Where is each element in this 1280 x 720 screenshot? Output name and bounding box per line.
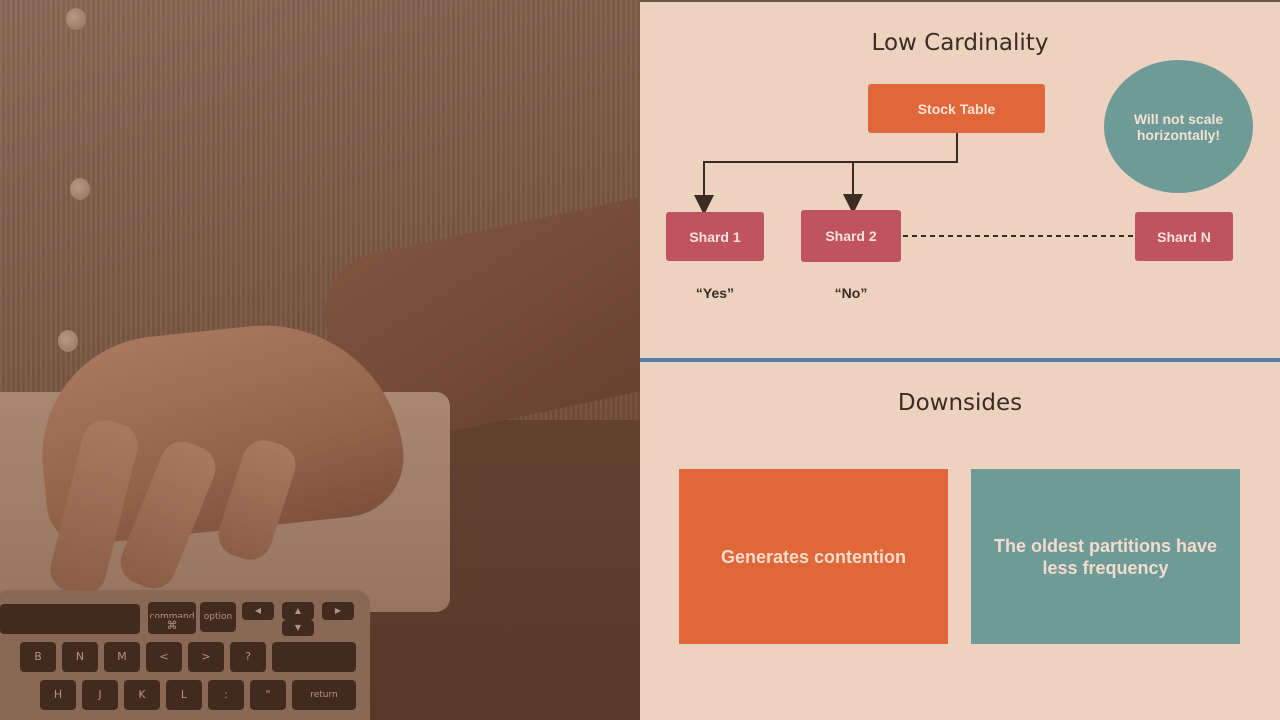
keyboard-key: ▶ bbox=[322, 602, 354, 620]
keyboard: command option ◀ ▲ ▶ ⌘ ▼ B N M < > ? H J… bbox=[0, 590, 370, 720]
keyboard-key: return bbox=[292, 680, 356, 710]
shirt-button bbox=[58, 330, 78, 352]
keyboard-key: " bbox=[250, 680, 286, 710]
keyboard-key: B bbox=[20, 642, 56, 672]
downside-card-contention: Generates contention bbox=[679, 469, 948, 644]
keyboard-key: option bbox=[200, 602, 236, 632]
photo-tint-overlay bbox=[0, 0, 640, 720]
keyboard-key: ? bbox=[230, 642, 266, 672]
shard-2-value: “No” bbox=[834, 285, 868, 301]
slide-title: Low Cardinality bbox=[871, 30, 1049, 56]
scale-warning-callout: Will not scale horizontally! bbox=[1104, 60, 1253, 193]
keyboard-key: H bbox=[40, 680, 76, 710]
keyboard-key: M bbox=[104, 642, 140, 672]
keyboard-key: : bbox=[208, 680, 244, 710]
shard-1-value: “Yes” bbox=[695, 285, 735, 301]
keyboard-key: ◀ bbox=[242, 602, 274, 620]
keyboard-key: ⌘ bbox=[148, 618, 196, 634]
keyboard-key: < bbox=[146, 642, 182, 672]
keyboard-key bbox=[0, 604, 140, 634]
slide-downsides: Downsides Generates contention The oldes… bbox=[640, 362, 1280, 720]
stock-table-node: Stock Table bbox=[868, 84, 1045, 133]
diagram-connectors bbox=[694, 133, 1134, 237]
slide-low-cardinality: Low Cardinality Stock Table Will not sca… bbox=[640, 0, 1280, 358]
panel-divider bbox=[640, 358, 1280, 362]
shirt-button bbox=[66, 8, 86, 30]
keyboard-key: N bbox=[62, 642, 98, 672]
shard-2-node: Shard 2 bbox=[801, 210, 901, 262]
connector-to-shard-1 bbox=[694, 133, 958, 215]
keyboard-key: L bbox=[166, 680, 202, 710]
callout-text: Will not scale horizontally! bbox=[1133, 110, 1224, 143]
keyboard-key: ▼ bbox=[282, 620, 314, 636]
keyboard-key: ▲ bbox=[282, 602, 314, 620]
keyboard-key: > bbox=[188, 642, 224, 672]
keyboard-key: J bbox=[82, 680, 118, 710]
shard-n-node: Shard N bbox=[1135, 212, 1233, 261]
background-photo: command option ◀ ▲ ▶ ⌘ ▼ B N M < > ? H J… bbox=[0, 0, 640, 720]
keyboard-key bbox=[272, 642, 356, 672]
shirt-button bbox=[70, 178, 90, 200]
slide-title: Downsides bbox=[897, 390, 1023, 416]
shard-1-node: Shard 1 bbox=[666, 212, 764, 261]
downside-card-partition-frequency: The oldest partitions have less frequenc… bbox=[971, 469, 1240, 644]
keyboard-key: K bbox=[124, 680, 160, 710]
